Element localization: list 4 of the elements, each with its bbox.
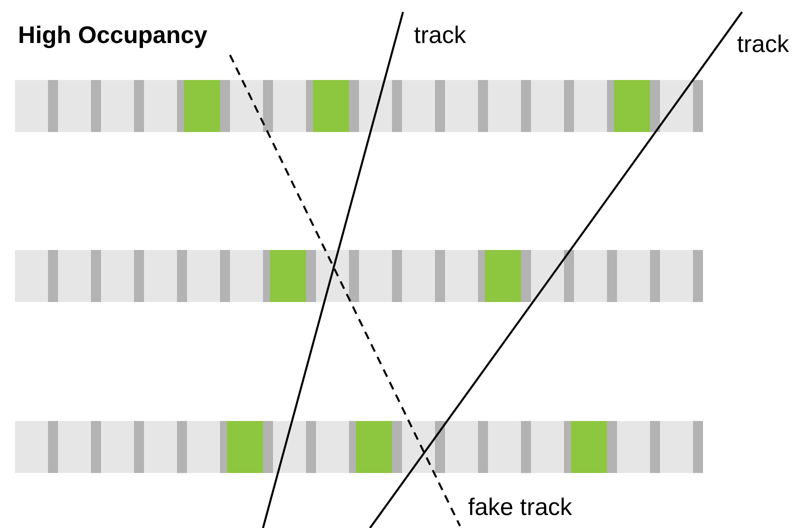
track-label: track: [737, 31, 790, 59]
track-label: fake track: [468, 494, 572, 522]
track-label: track: [414, 22, 466, 50]
title: High Occupancy: [18, 22, 208, 50]
